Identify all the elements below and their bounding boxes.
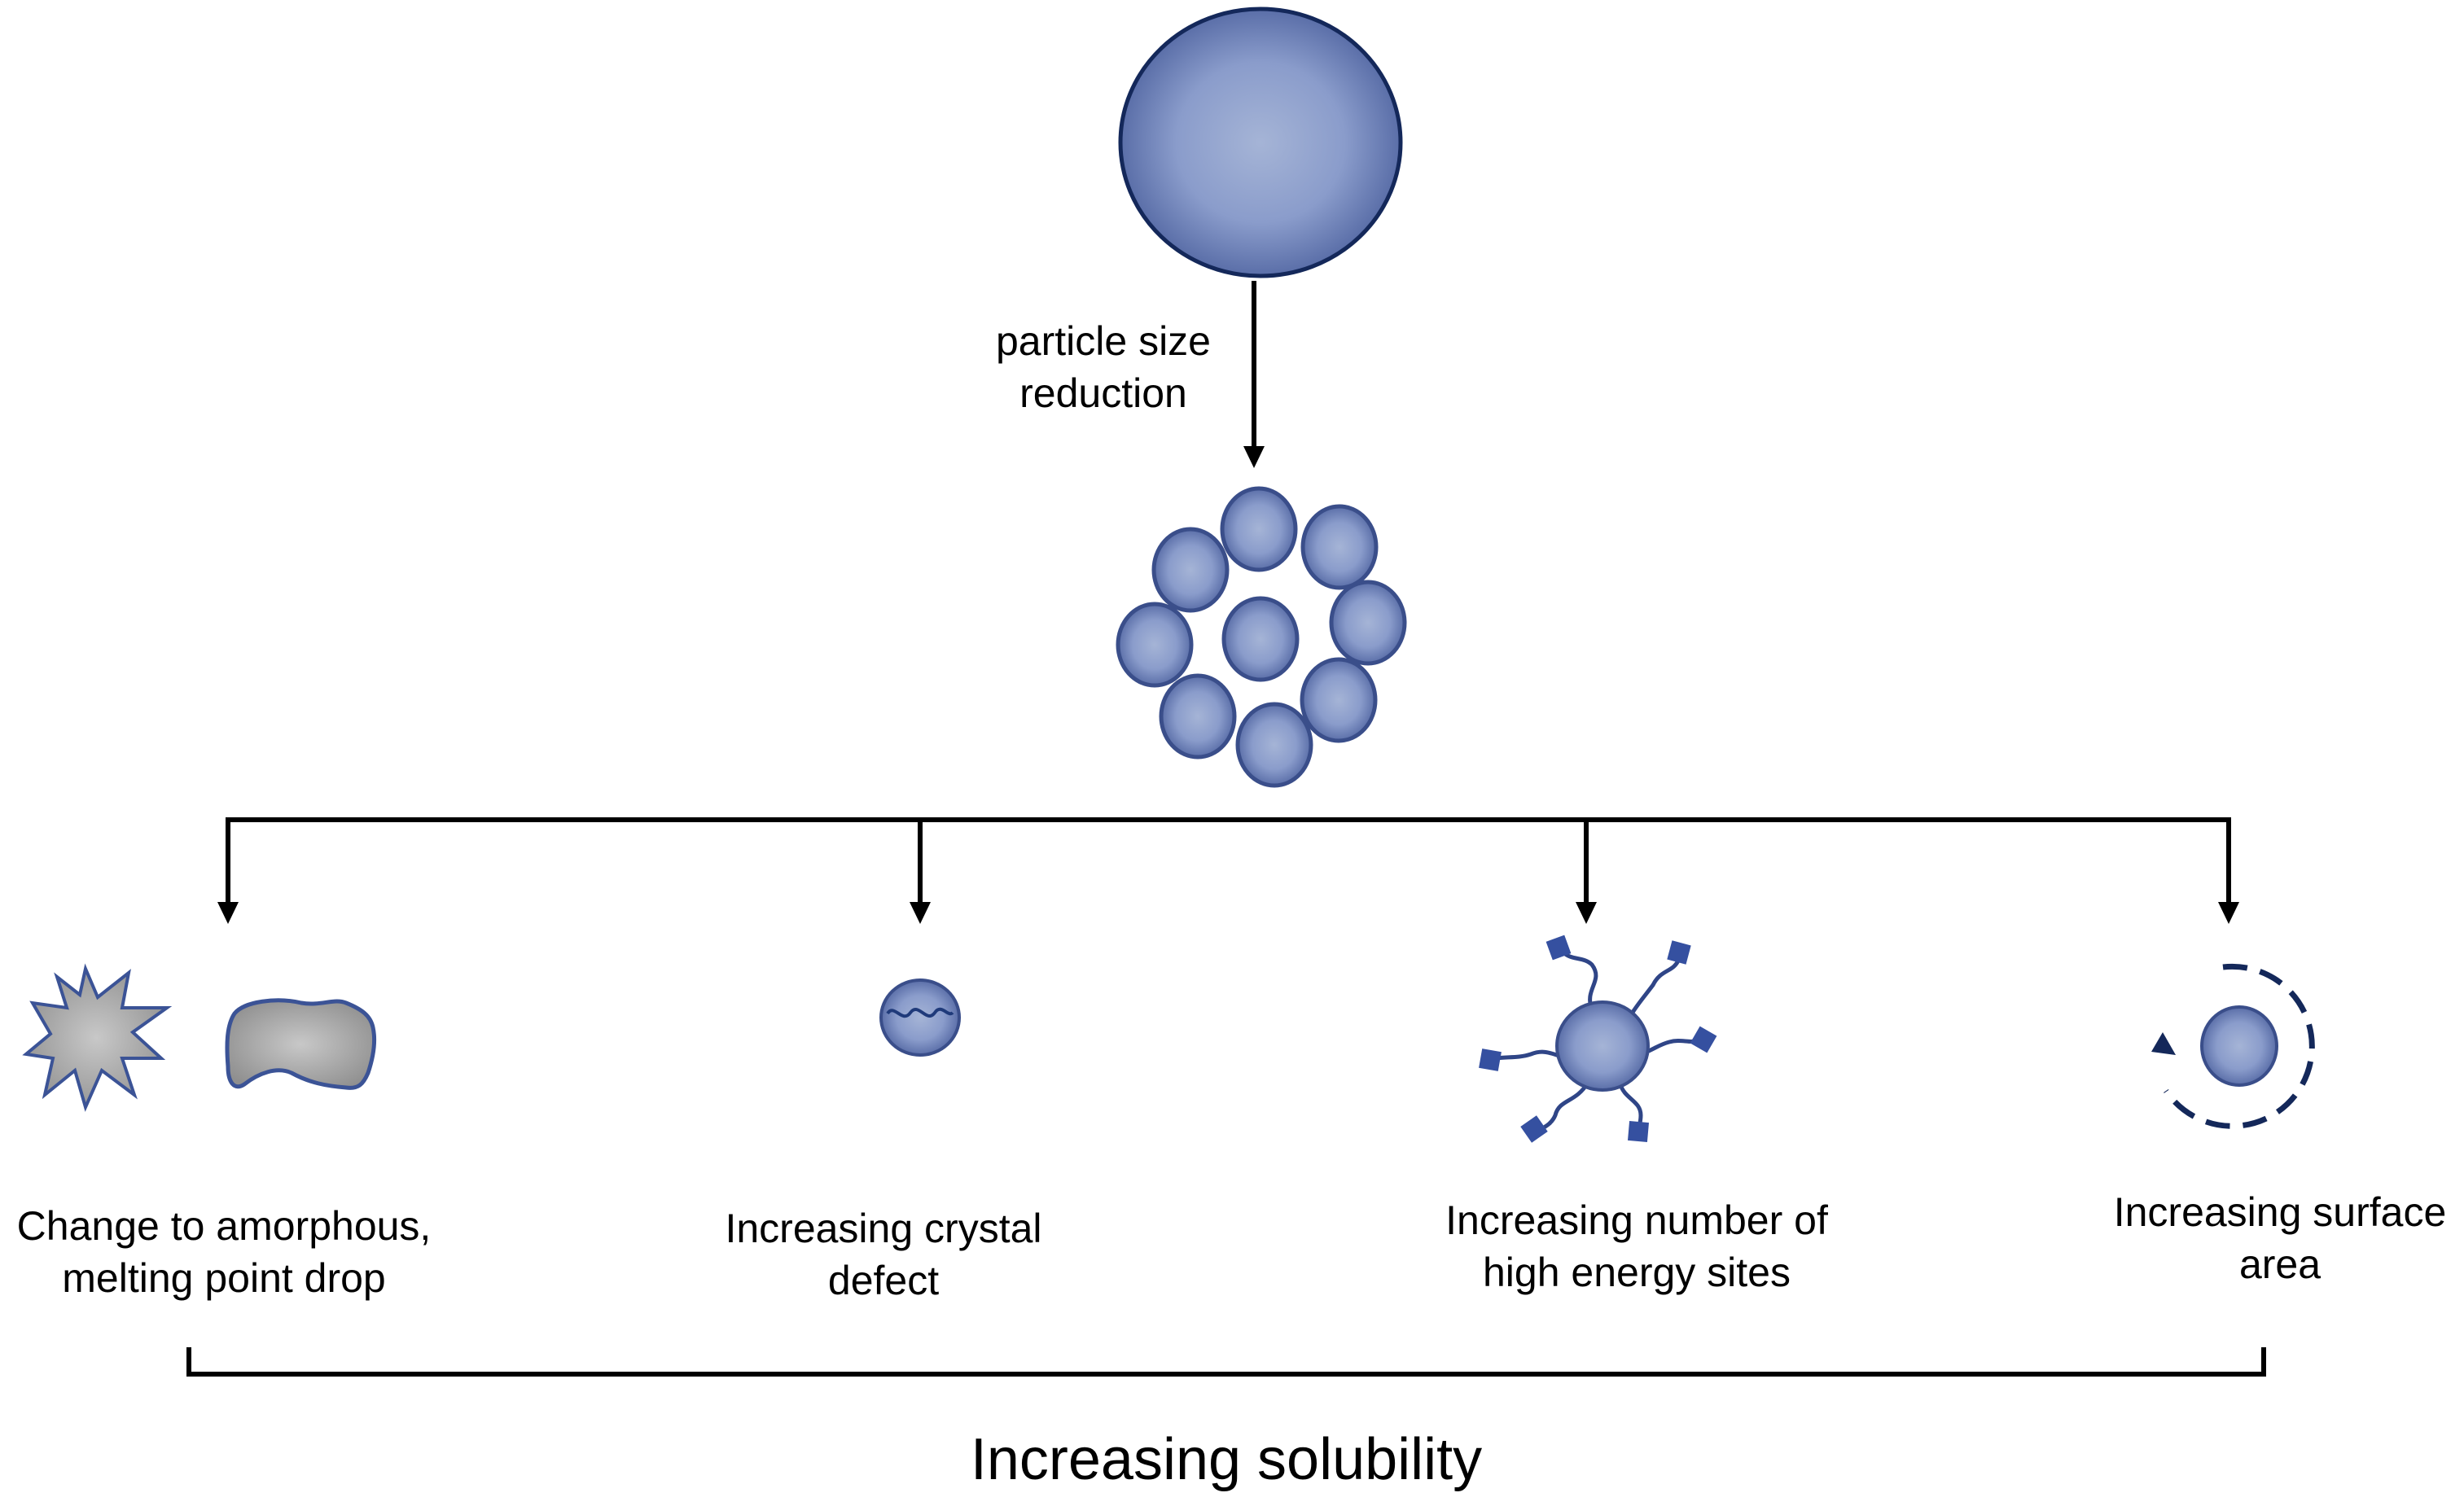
reduction-arrow — [1243, 281, 1265, 468]
amorphous-particles-icon — [22, 963, 377, 1112]
blob-particle — [225, 998, 377, 1090]
effect-label-surface-area: Increasing surface area — [2085, 1187, 2464, 1290]
surface-area-particle-icon — [2151, 963, 2315, 1129]
effect-label-line: area — [2238, 1241, 2322, 1287]
effect-label-line: Increasing surface — [2113, 1189, 2447, 1235]
effect-label-line: Increasing number of — [1445, 1197, 1828, 1243]
large-particle — [1118, 7, 1403, 278]
branch-arrows — [226, 817, 2231, 904]
high-energy-sites-particle-icon — [1479, 935, 1717, 1143]
effect-label-line: Increasing crystal — [725, 1206, 1042, 1251]
effect-label-line: Change to amorphous, — [16, 1203, 432, 1249]
step-label-line-2: reduction — [1019, 370, 1187, 416]
solubility-bracket — [186, 1347, 2266, 1377]
effect-label-crystal-defect: Increasing crystal defect — [676, 1203, 1091, 1307]
increasing-solubility-label: Increasing solubility — [970, 1427, 1483, 1492]
starburst-particle — [22, 963, 173, 1112]
effect-label-line: high energy sites — [1482, 1249, 1791, 1295]
small-particle-cluster — [1116, 486, 1407, 788]
step-label-line-1: particle size — [996, 318, 1211, 364]
crystal-defect-particle-icon — [879, 978, 961, 1057]
effect-label-high-energy-sites: Increasing number of high energy sites — [1392, 1195, 1881, 1298]
effect-label-line: melting point drop — [62, 1254, 386, 1301]
branch-arrowheads — [217, 902, 2239, 924]
particle-size-reduction-label: particle size reduction — [936, 316, 1270, 419]
effect-label-amorphous: Change to amorphous, melting point drop — [0, 1201, 464, 1304]
effect-label-line: defect — [827, 1257, 940, 1303]
